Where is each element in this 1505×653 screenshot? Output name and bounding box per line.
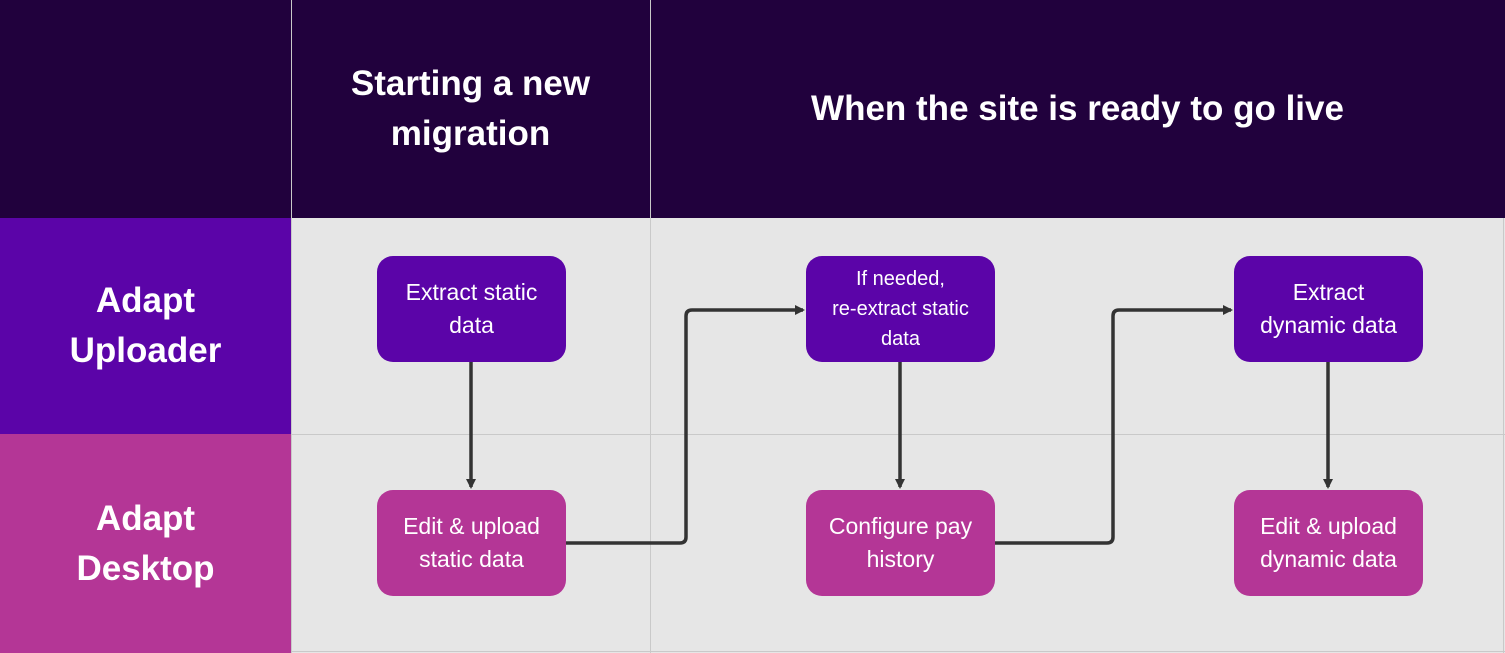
header-go-live: When the site is ready to go live <box>650 0 1505 218</box>
node-edit-upload-static-data: Edit & upload static data <box>377 490 566 596</box>
node-extract-static-data: Extract static data <box>377 256 566 362</box>
grid-border-bottom <box>291 651 1505 652</box>
node-edit-static-text: Edit & upload static data <box>403 513 540 572</box>
header-col2-text: When the site is ready to go live <box>811 89 1344 128</box>
row-label-adapt-desktop: Adapt Desktop <box>0 434 291 653</box>
node-edit-upload-dynamic-data: Edit & upload dynamic data <box>1234 490 1423 596</box>
grid-divider-vertical-2 <box>650 0 651 653</box>
row-label-uploader-text: Adapt Uploader <box>69 281 222 370</box>
header-col1-text: Starting a new migration <box>350 64 591 153</box>
node-configure-pay-history: Configure pay history <box>806 490 995 596</box>
header-starting-migration: Starting a new migration <box>291 0 650 218</box>
node-extract-dynamic-data: Extract dynamic data <box>1234 256 1423 362</box>
row-label-desktop-text: Adapt Desktop <box>76 498 215 588</box>
node-reextract-text: If needed, re-extract static data <box>832 268 969 350</box>
node-extract-dynamic-text: Extract dynamic data <box>1260 279 1397 338</box>
node-reextract-static-data: If needed, re-extract static data <box>806 256 995 362</box>
header-corner <box>0 0 291 218</box>
node-configure-pay-text: Configure pay history <box>828 513 973 572</box>
grid-border-right <box>1503 218 1504 653</box>
row-label-adapt-uploader: Adapt Uploader <box>0 218 291 434</box>
node-edit-dynamic-text: Edit & upload dynamic data <box>1260 513 1397 572</box>
grid-divider-vertical-1 <box>291 0 292 653</box>
node-extract-static-text: Extract static data <box>405 279 538 338</box>
grid-divider-horizontal <box>291 434 1505 435</box>
